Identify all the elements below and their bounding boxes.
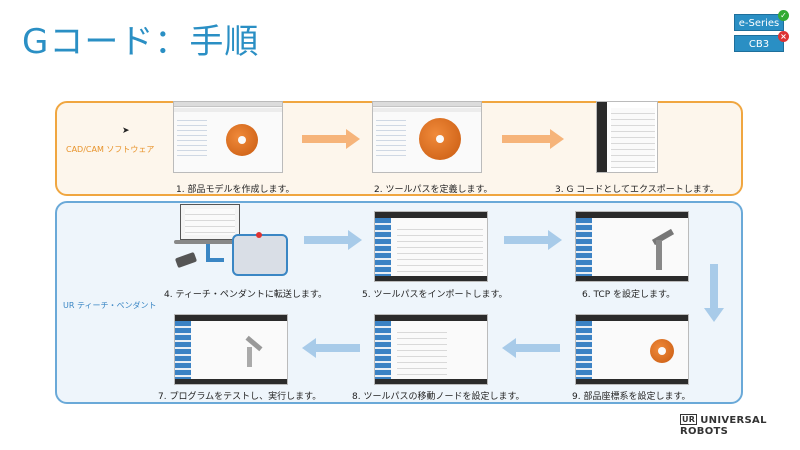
arrow-left-icon bbox=[502, 338, 560, 358]
screenshot-test-program bbox=[174, 314, 288, 385]
screenshot-define-toolpath bbox=[372, 101, 482, 173]
screenshot-create-model bbox=[173, 101, 283, 173]
arrow-right-icon bbox=[502, 129, 564, 149]
badge-cb3: CB3 × bbox=[734, 31, 789, 52]
laptop-base bbox=[174, 240, 246, 244]
screenshot-part-coordinate-system bbox=[575, 314, 689, 385]
caption-step-7: 7. プログラムをテストし、実行します。 bbox=[158, 392, 322, 402]
caption-step-8: 8. ツールパスの移動ノードを設定します。 bbox=[352, 392, 525, 402]
part-model-toolpath bbox=[419, 118, 461, 160]
arrow-down-icon bbox=[704, 264, 724, 322]
check-icon: ✓ bbox=[778, 10, 789, 21]
screenshot-import-toolpath bbox=[374, 211, 488, 282]
badge-e-series-label: e-Series bbox=[738, 18, 780, 29]
cad-cam-label: CAD/CAM ソフトウェア bbox=[66, 145, 155, 154]
screenshot-set-tcp bbox=[575, 211, 689, 282]
badge-e-series: e-Series ✓ bbox=[734, 10, 789, 31]
caption-step-6: 6. TCP を設定します。 bbox=[582, 290, 676, 300]
slide-title: Gコード：手順 bbox=[22, 22, 260, 62]
logo-text: UNIVERSAL ROBOTS bbox=[680, 415, 767, 437]
caption-step-4: 4. ティーチ・ペンダントに転送します。 bbox=[164, 290, 328, 300]
caption-step-9: 9. 部品座標系を設定します。 bbox=[572, 392, 691, 402]
caption-step-5: 5. ツールパスをインポートします。 bbox=[362, 290, 508, 300]
part-model-small bbox=[650, 339, 674, 363]
transfer-arrow-tail bbox=[206, 258, 224, 262]
caption-step-1: 1. 部品モデルを作成します。 bbox=[176, 185, 295, 195]
caption-step-2: 2. ツールパスを定義します。 bbox=[374, 185, 493, 195]
teach-pendant-illustration bbox=[232, 232, 288, 276]
screenshot-export-gcode bbox=[596, 101, 658, 173]
ur-pendant-label: UR ティーチ・ペンダント bbox=[63, 301, 157, 310]
arrow-right-icon bbox=[304, 230, 362, 250]
mouse-cursor-icon: ➤ bbox=[122, 126, 130, 136]
arrow-right-icon bbox=[302, 129, 360, 149]
arrow-left-icon bbox=[302, 338, 360, 358]
caption-step-3: 3. G コードとしてエクスポートします。 bbox=[555, 185, 719, 195]
part-model bbox=[226, 124, 258, 156]
screenshot-toolpath-move-node bbox=[374, 314, 488, 385]
transfer-arrow-stem bbox=[206, 244, 210, 262]
cross-icon: × bbox=[778, 31, 789, 42]
arrow-right-icon bbox=[504, 230, 562, 250]
ur-logo-mark: UR bbox=[680, 414, 698, 425]
laptop-illustration bbox=[180, 204, 240, 240]
badge-cb3-label: CB3 bbox=[748, 39, 770, 50]
